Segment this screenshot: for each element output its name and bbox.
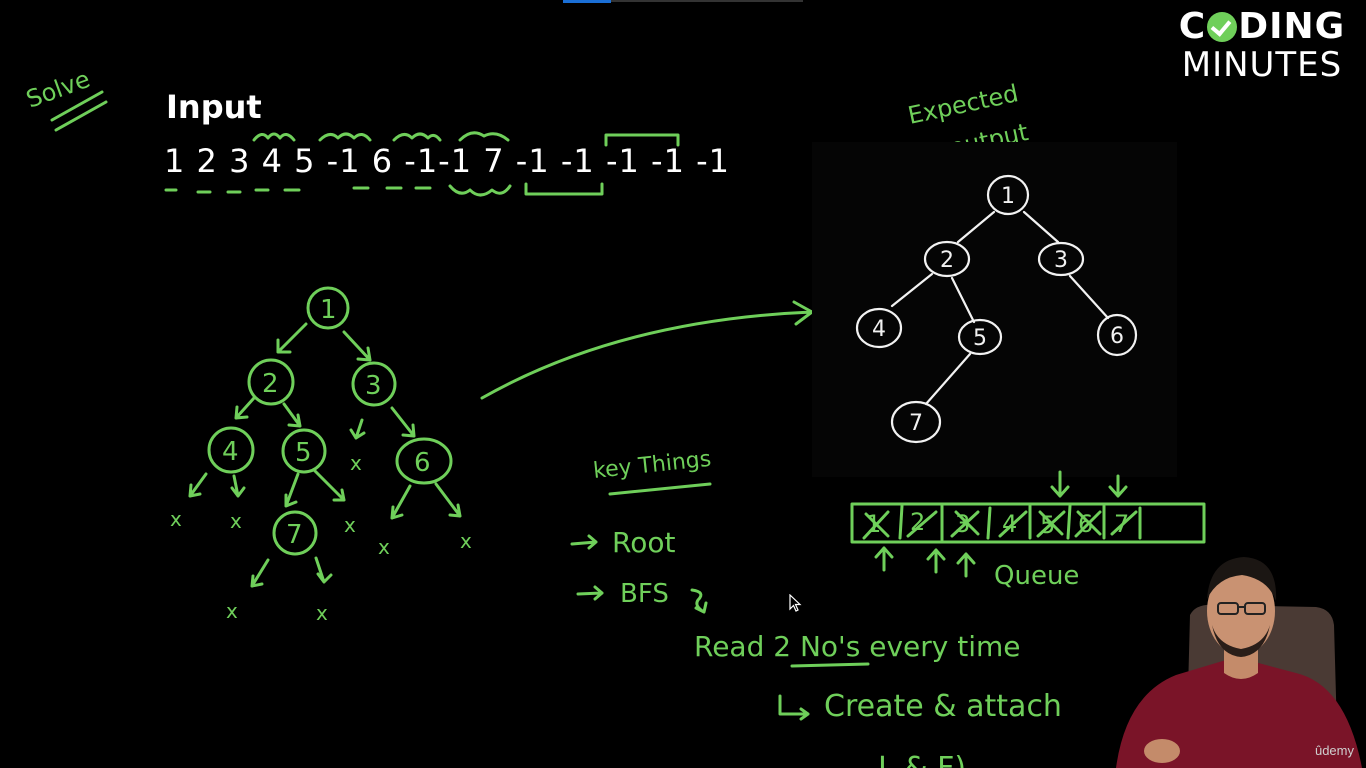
arrow-up-icon: [926, 548, 946, 574]
input-title: Input: [166, 88, 262, 126]
output-node-2: [923, 240, 971, 278]
output-node-4: [855, 307, 903, 349]
shirt: [1116, 657, 1362, 768]
output-node-2-label: 2: [940, 248, 954, 273]
solve-label: Solve: [22, 65, 93, 114]
logo-letter-c: C: [1178, 6, 1207, 47]
output-node-6-label: 6: [1110, 324, 1124, 349]
udemy-watermark: ûdemy: [1314, 743, 1354, 758]
left-node-5: [281, 428, 327, 474]
queue-box: [850, 502, 1206, 544]
null-mark: x: [226, 599, 238, 623]
left-node-6-label: 6: [414, 448, 431, 478]
presenter-video: [1106, 545, 1366, 768]
key-item-root: Root: [612, 526, 675, 559]
arrow-to-output-icon: [480, 300, 814, 400]
left-node-4: [207, 426, 255, 474]
presenter-webcam: ûdemy: [1106, 545, 1366, 768]
expected-output-tree: 1 2 3 4 5 6 7: [812, 142, 1177, 477]
output-node-5-label: 5: [973, 326, 987, 351]
left-node-2-label: 2: [262, 369, 279, 399]
create-attach-note: Create & attach: [824, 689, 1062, 724]
queue-label: Queue: [994, 561, 1079, 591]
arrow-right-icon: [570, 534, 598, 550]
arrow-down-icon: [690, 588, 708, 614]
face: [1207, 567, 1275, 655]
output-node-1: [986, 174, 1030, 216]
output-node-3: [1037, 241, 1085, 277]
left-tree: 1 2 3 4 5 6 7 x x x x x x x x: [170, 286, 472, 625]
output-node-4-label: 4: [872, 317, 886, 342]
arrow-up-icon: [956, 552, 976, 578]
input-annotations: [164, 131, 680, 197]
output-node-5: [957, 318, 1003, 356]
null-mark: x: [170, 507, 182, 531]
left-node-6: [395, 437, 453, 485]
logo-word-minutes: MINUTES: [1181, 45, 1343, 85]
arrow-corner-icon: [778, 694, 810, 721]
key-things-notes: key Things Root BFS Read 2 No's every ti…: [570, 447, 1062, 768]
read-two-numbers-note: Read 2 No's every time: [694, 630, 1021, 663]
key-item-bfs: BFS: [620, 579, 669, 609]
left-node-4-label: 4: [222, 437, 239, 467]
output-panel: [812, 142, 1177, 477]
logo-word-ding: DING: [1238, 6, 1346, 47]
mouse-cursor-icon: [789, 594, 802, 612]
key-things-title: key Things: [592, 447, 712, 484]
left-node-1-label: 1: [320, 295, 337, 325]
output-node-6: [1096, 313, 1138, 357]
output-node-1-label: 1: [1001, 184, 1015, 209]
input-sequence: 1 2 3 4 5 -1 6 -1-1 7 -1 -1 -1 -1 -1: [164, 142, 730, 180]
arrow-up-icon: [874, 546, 894, 572]
output-node-3-label: 3: [1054, 248, 1068, 273]
solve-underline: [50, 90, 108, 132]
queue-cell-2: 2: [910, 508, 925, 536]
null-mark: x: [460, 529, 472, 553]
left-node-3-label: 3: [365, 371, 382, 401]
arrow-down-icon: [1050, 470, 1070, 498]
partial-note: L & F): [878, 751, 966, 768]
check-icon: [1207, 12, 1238, 42]
hair: [1207, 557, 1277, 601]
left-node-7: [272, 510, 318, 556]
left-node-2: [247, 358, 295, 406]
left-node-5-label: 5: [295, 438, 312, 468]
null-mark: x: [350, 451, 362, 475]
queue-diagram: 1 2 3 4 5 6 7 Queue: [850, 470, 1206, 591]
progress-indicator: [563, 0, 611, 3]
arrow-right-icon: [576, 585, 604, 601]
arrow-down-icon: [1108, 474, 1128, 498]
null-mark: x: [316, 601, 328, 625]
hand: [1144, 739, 1180, 763]
progress-track: [611, 0, 803, 2]
null-mark: x: [230, 509, 242, 533]
output-node-7-label: 7: [909, 411, 923, 436]
null-mark: x: [378, 535, 390, 559]
coding-minutes-logo: C DING MINUTES: [1168, 8, 1356, 88]
left-node-7-label: 7: [286, 520, 303, 550]
left-node-3: [351, 361, 397, 407]
null-mark: x: [344, 513, 356, 537]
output-node-7: [890, 400, 942, 444]
left-node-1: [306, 286, 350, 330]
